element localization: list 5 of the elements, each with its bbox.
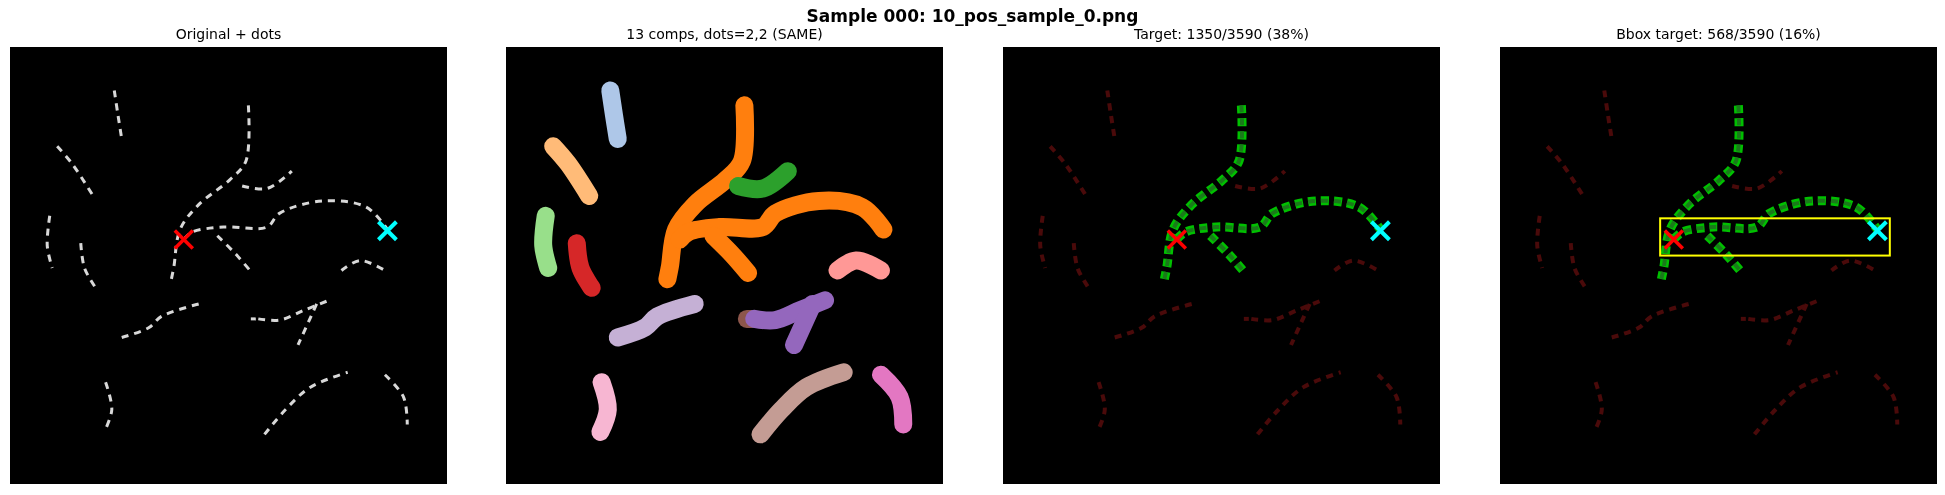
- panel-title: 13 comps, dots=2,2 (SAME): [625, 26, 824, 42]
- panel-title: Original + dots: [174, 26, 283, 42]
- figure-title: Sample 000: 10_pos_sample_0.png: [806, 6, 1139, 26]
- panel-title: Target: 1350/3590 (38%): [1133, 26, 1310, 42]
- panel-title: Bbox target: 568/3590 (16%): [1615, 26, 1822, 42]
